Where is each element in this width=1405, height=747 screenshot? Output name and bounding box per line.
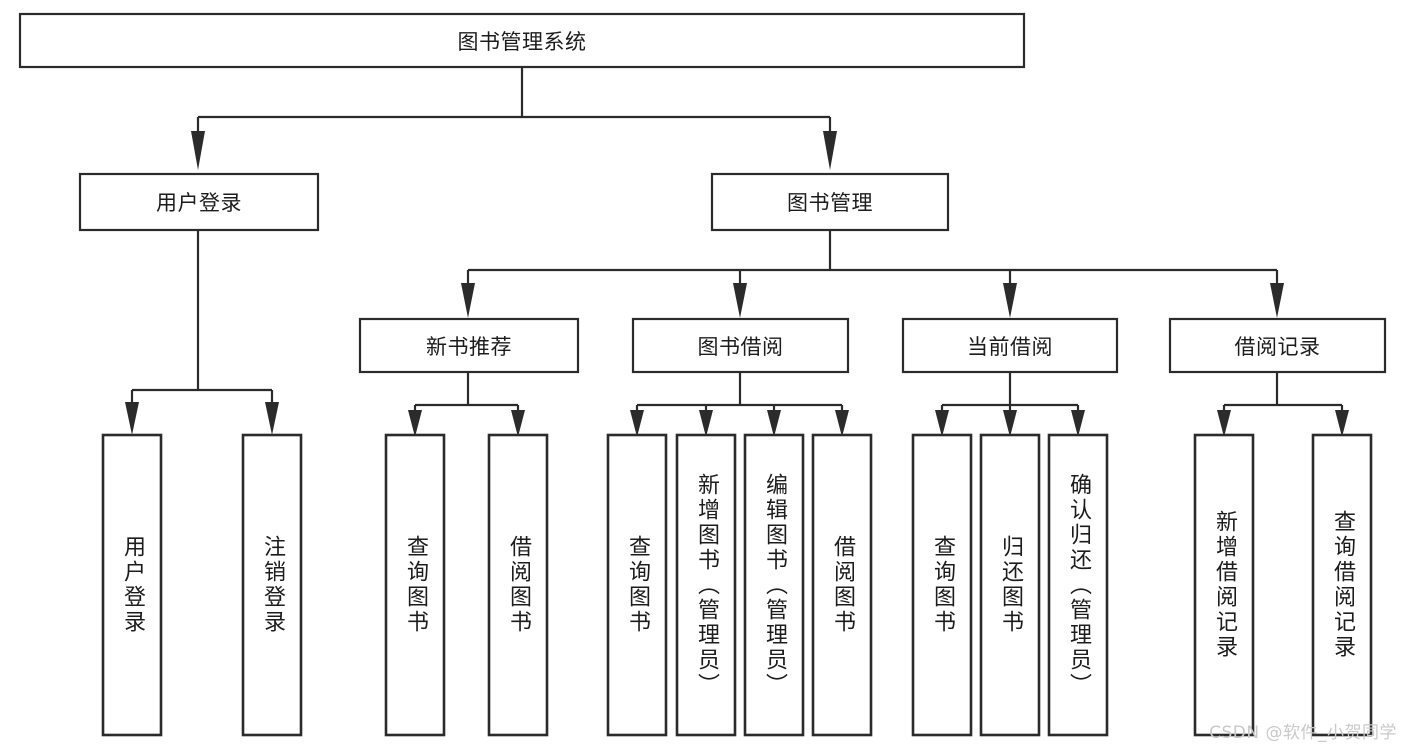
node-box-current-borrow[interactable] xyxy=(901,317,1119,374)
leaf-box-newbook-query[interactable] xyxy=(384,433,446,737)
leaf-box-borrowrecord-query[interactable] xyxy=(1311,433,1373,737)
arrow-head-currentborrow-2 xyxy=(1003,410,1017,437)
leaf-box-borrowrecord-add[interactable] xyxy=(1193,433,1255,737)
leaf-box-bookborrow-add[interactable] xyxy=(675,433,737,737)
leaf-box-bookborrow-borrow[interactable] xyxy=(811,433,873,737)
node-box-new-book-recommend[interactable] xyxy=(358,317,580,374)
node-box-root[interactable] xyxy=(18,12,1026,69)
leaf-box-user-login-login[interactable] xyxy=(101,433,163,737)
arrow-head-bookborrow-1 xyxy=(630,410,644,437)
leaf-box-user-login-logout[interactable] xyxy=(241,433,303,737)
leaf-box-newbook-borrow[interactable] xyxy=(487,433,549,737)
leaf-box-bookborrow-query[interactable] xyxy=(606,433,668,737)
arrow-head-level2-2 xyxy=(823,131,837,170)
leaf-box-bookborrow-edit[interactable] xyxy=(743,433,805,737)
leaf-box-currentborrow-return[interactable] xyxy=(979,433,1041,737)
arrow-head-level2-1 xyxy=(191,131,205,170)
arrow-head-userlogin-1 xyxy=(125,402,139,435)
arrow-head-borrowrecord-1 xyxy=(1217,410,1231,437)
leaf-box-currentborrow-confirm[interactable] xyxy=(1047,433,1109,737)
arrow-head-level3-3 xyxy=(1003,283,1017,318)
node-box-book-management[interactable] xyxy=(710,172,950,232)
arrow-head-currentborrow-3 xyxy=(1071,410,1085,437)
arrow-head-bookborrow-2 xyxy=(699,410,713,437)
node-box-borrow-record[interactable] xyxy=(1168,317,1387,374)
arrow-head-newbook-1 xyxy=(408,410,422,437)
arrow-head-userlogin-2 xyxy=(265,402,279,435)
node-box-book-borrow[interactable] xyxy=(631,317,850,374)
leaf-box-currentborrow-query[interactable] xyxy=(911,433,973,737)
arrow-head-level3-1 xyxy=(461,283,475,318)
arrow-head-currentborrow-1 xyxy=(935,410,949,437)
arrow-head-level3-4 xyxy=(1270,283,1284,318)
arrow-head-level3-2 xyxy=(733,283,747,318)
arrow-head-newbook-2 xyxy=(511,410,525,437)
arrow-head-bookborrow-4 xyxy=(835,410,849,437)
arrow-head-bookborrow-3 xyxy=(767,410,781,437)
arrow-head-borrowrecord-2 xyxy=(1335,410,1349,437)
node-box-user-login[interactable] xyxy=(78,172,320,232)
